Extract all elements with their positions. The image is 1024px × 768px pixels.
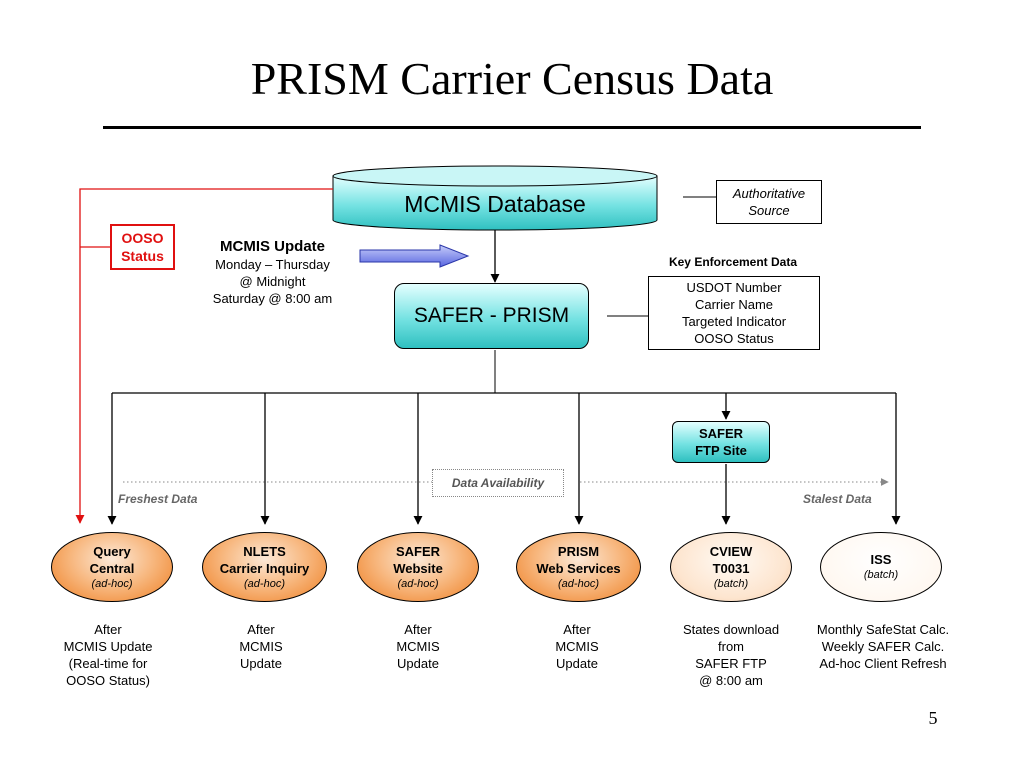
note-line: Update: [397, 656, 439, 671]
data-availability-label: Data Availability: [432, 469, 564, 497]
note-cview: States download from SAFER FTP @ 8:00 am: [656, 621, 806, 689]
note-line: Weekly SAFER Calc.: [821, 639, 945, 654]
note-line: Update: [556, 656, 598, 671]
system-name-line-2: Web Services: [536, 560, 621, 576]
note-iss: Monthly SafeStat Calc. Weekly SAFER Calc…: [803, 621, 963, 672]
mcmis-update-line-3: Saturday @ 8:00 am: [212, 291, 333, 306]
system-name-line-2: Central: [89, 560, 135, 576]
ooso-status-box: OOSO Status: [110, 224, 175, 270]
note-line: MCMIS: [555, 639, 599, 654]
key-enforcement-box: USDOT Number Carrier Name Targeted Indic…: [648, 276, 820, 350]
system-name-line-1: Query: [93, 543, 131, 559]
system-name-line-1: NLETS: [243, 543, 286, 559]
note-line: Monthly SafeStat Calc.: [816, 622, 950, 637]
note-line: MCMIS: [396, 639, 440, 654]
system-safer-website: SAFER Website (ad-hoc): [357, 532, 479, 602]
system-name-line-2: T0031: [712, 560, 750, 576]
system-mode: (batch): [713, 577, 749, 590]
system-name-line-1: SAFER: [395, 543, 441, 559]
key-item-ooso-status: OOSO Status: [694, 331, 774, 346]
update-flow-arrow: [359, 244, 470, 268]
mcmis-update-heading: MCMIS Update: [220, 238, 325, 255]
key-item-targeted-indicator: Targeted Indicator: [681, 314, 787, 329]
note-line: SAFER FTP: [695, 656, 767, 671]
note-line: After: [404, 622, 432, 637]
note-line: After: [563, 622, 591, 637]
ftp-line-1: SAFER: [698, 426, 744, 441]
slide-title: PRISM Carrier Census Data: [250, 53, 774, 104]
note-line: MCMIS: [239, 639, 283, 654]
note-line: OOSO Status): [66, 673, 150, 688]
authoritative-line-1: Authoritative: [732, 186, 806, 201]
system-iss: ISS (batch): [820, 532, 942, 602]
system-name-line-2: Website: [393, 560, 443, 576]
ooso-line-2: Status: [121, 248, 164, 264]
system-mode: (ad-hoc): [397, 577, 439, 590]
system-mode: (batch): [863, 569, 899, 581]
note-safer-website: After MCMIS Update: [343, 621, 493, 672]
note-nlets: After MCMIS Update: [186, 621, 336, 672]
system-mode: (ad-hoc): [91, 577, 133, 590]
safer-prism-node: SAFER - PRISM: [394, 283, 589, 349]
system-name-line-1: PRISM: [557, 543, 600, 559]
note-prism-web-services: After MCMIS Update: [502, 621, 652, 672]
note-query-central: After MCMIS Update (Real-time for OOSO S…: [33, 621, 183, 689]
system-prism-web-services: PRISM Web Services (ad-hoc): [516, 532, 641, 602]
ftp-line-2: FTP Site: [695, 443, 747, 458]
note-line: @ 8:00 am: [699, 673, 763, 688]
system-name-line-2: Carrier Inquiry: [219, 560, 310, 576]
page-number: 5: [928, 708, 938, 728]
note-line: After: [247, 622, 275, 637]
key-enforcement-heading: Key Enforcement Data: [668, 255, 798, 269]
key-item-carrier-name: Carrier Name: [694, 297, 773, 312]
note-line: States download: [682, 622, 780, 637]
mcmis-database-label: MCMIS Database: [404, 191, 586, 217]
note-line: Ad-hoc Client Refresh: [819, 656, 947, 671]
system-nlets-carrier-inquiry: NLETS Carrier Inquiry (ad-hoc): [202, 532, 327, 602]
note-line: MCMIS Update: [63, 639, 153, 654]
note-line: (Real-time for: [68, 656, 148, 671]
data-availability-text: Data Availability: [451, 476, 545, 490]
note-line: Update: [240, 656, 282, 671]
system-mode: (ad-hoc): [244, 577, 285, 590]
database-cylinder: [332, 165, 658, 231]
mcmis-update-schedule: MCMIS Update Monday – Thursday @ Midnigh…: [195, 237, 350, 307]
system-name-line-1: CVIEW: [709, 543, 753, 559]
freshest-data-label: Freshest Data: [118, 492, 198, 506]
key-item-usdot: USDOT Number: [686, 280, 782, 295]
system-query-central: Query Central (ad-hoc): [51, 532, 173, 602]
authoritative-line-2: Source: [748, 203, 790, 218]
safer-prism-label: SAFER - PRISM: [413, 304, 570, 327]
title-divider: [103, 126, 921, 129]
mcmis-update-line-1: Monday – Thursday: [215, 257, 330, 272]
authoritative-source-box: Authoritative Source: [716, 180, 822, 224]
note-line: After: [94, 622, 122, 637]
safer-ftp-site-node: SAFER FTP Site: [672, 421, 770, 463]
stalest-data-label: Stalest Data: [803, 492, 872, 506]
system-name-line-1: ISS: [870, 552, 892, 567]
mcmis-update-line-2: @ Midnight: [239, 274, 306, 289]
system-cview-t0031: CVIEW T0031 (batch): [670, 532, 792, 602]
system-mode: (ad-hoc): [558, 577, 599, 590]
note-line: from: [718, 639, 744, 654]
ooso-line-1: OOSO: [121, 230, 164, 246]
